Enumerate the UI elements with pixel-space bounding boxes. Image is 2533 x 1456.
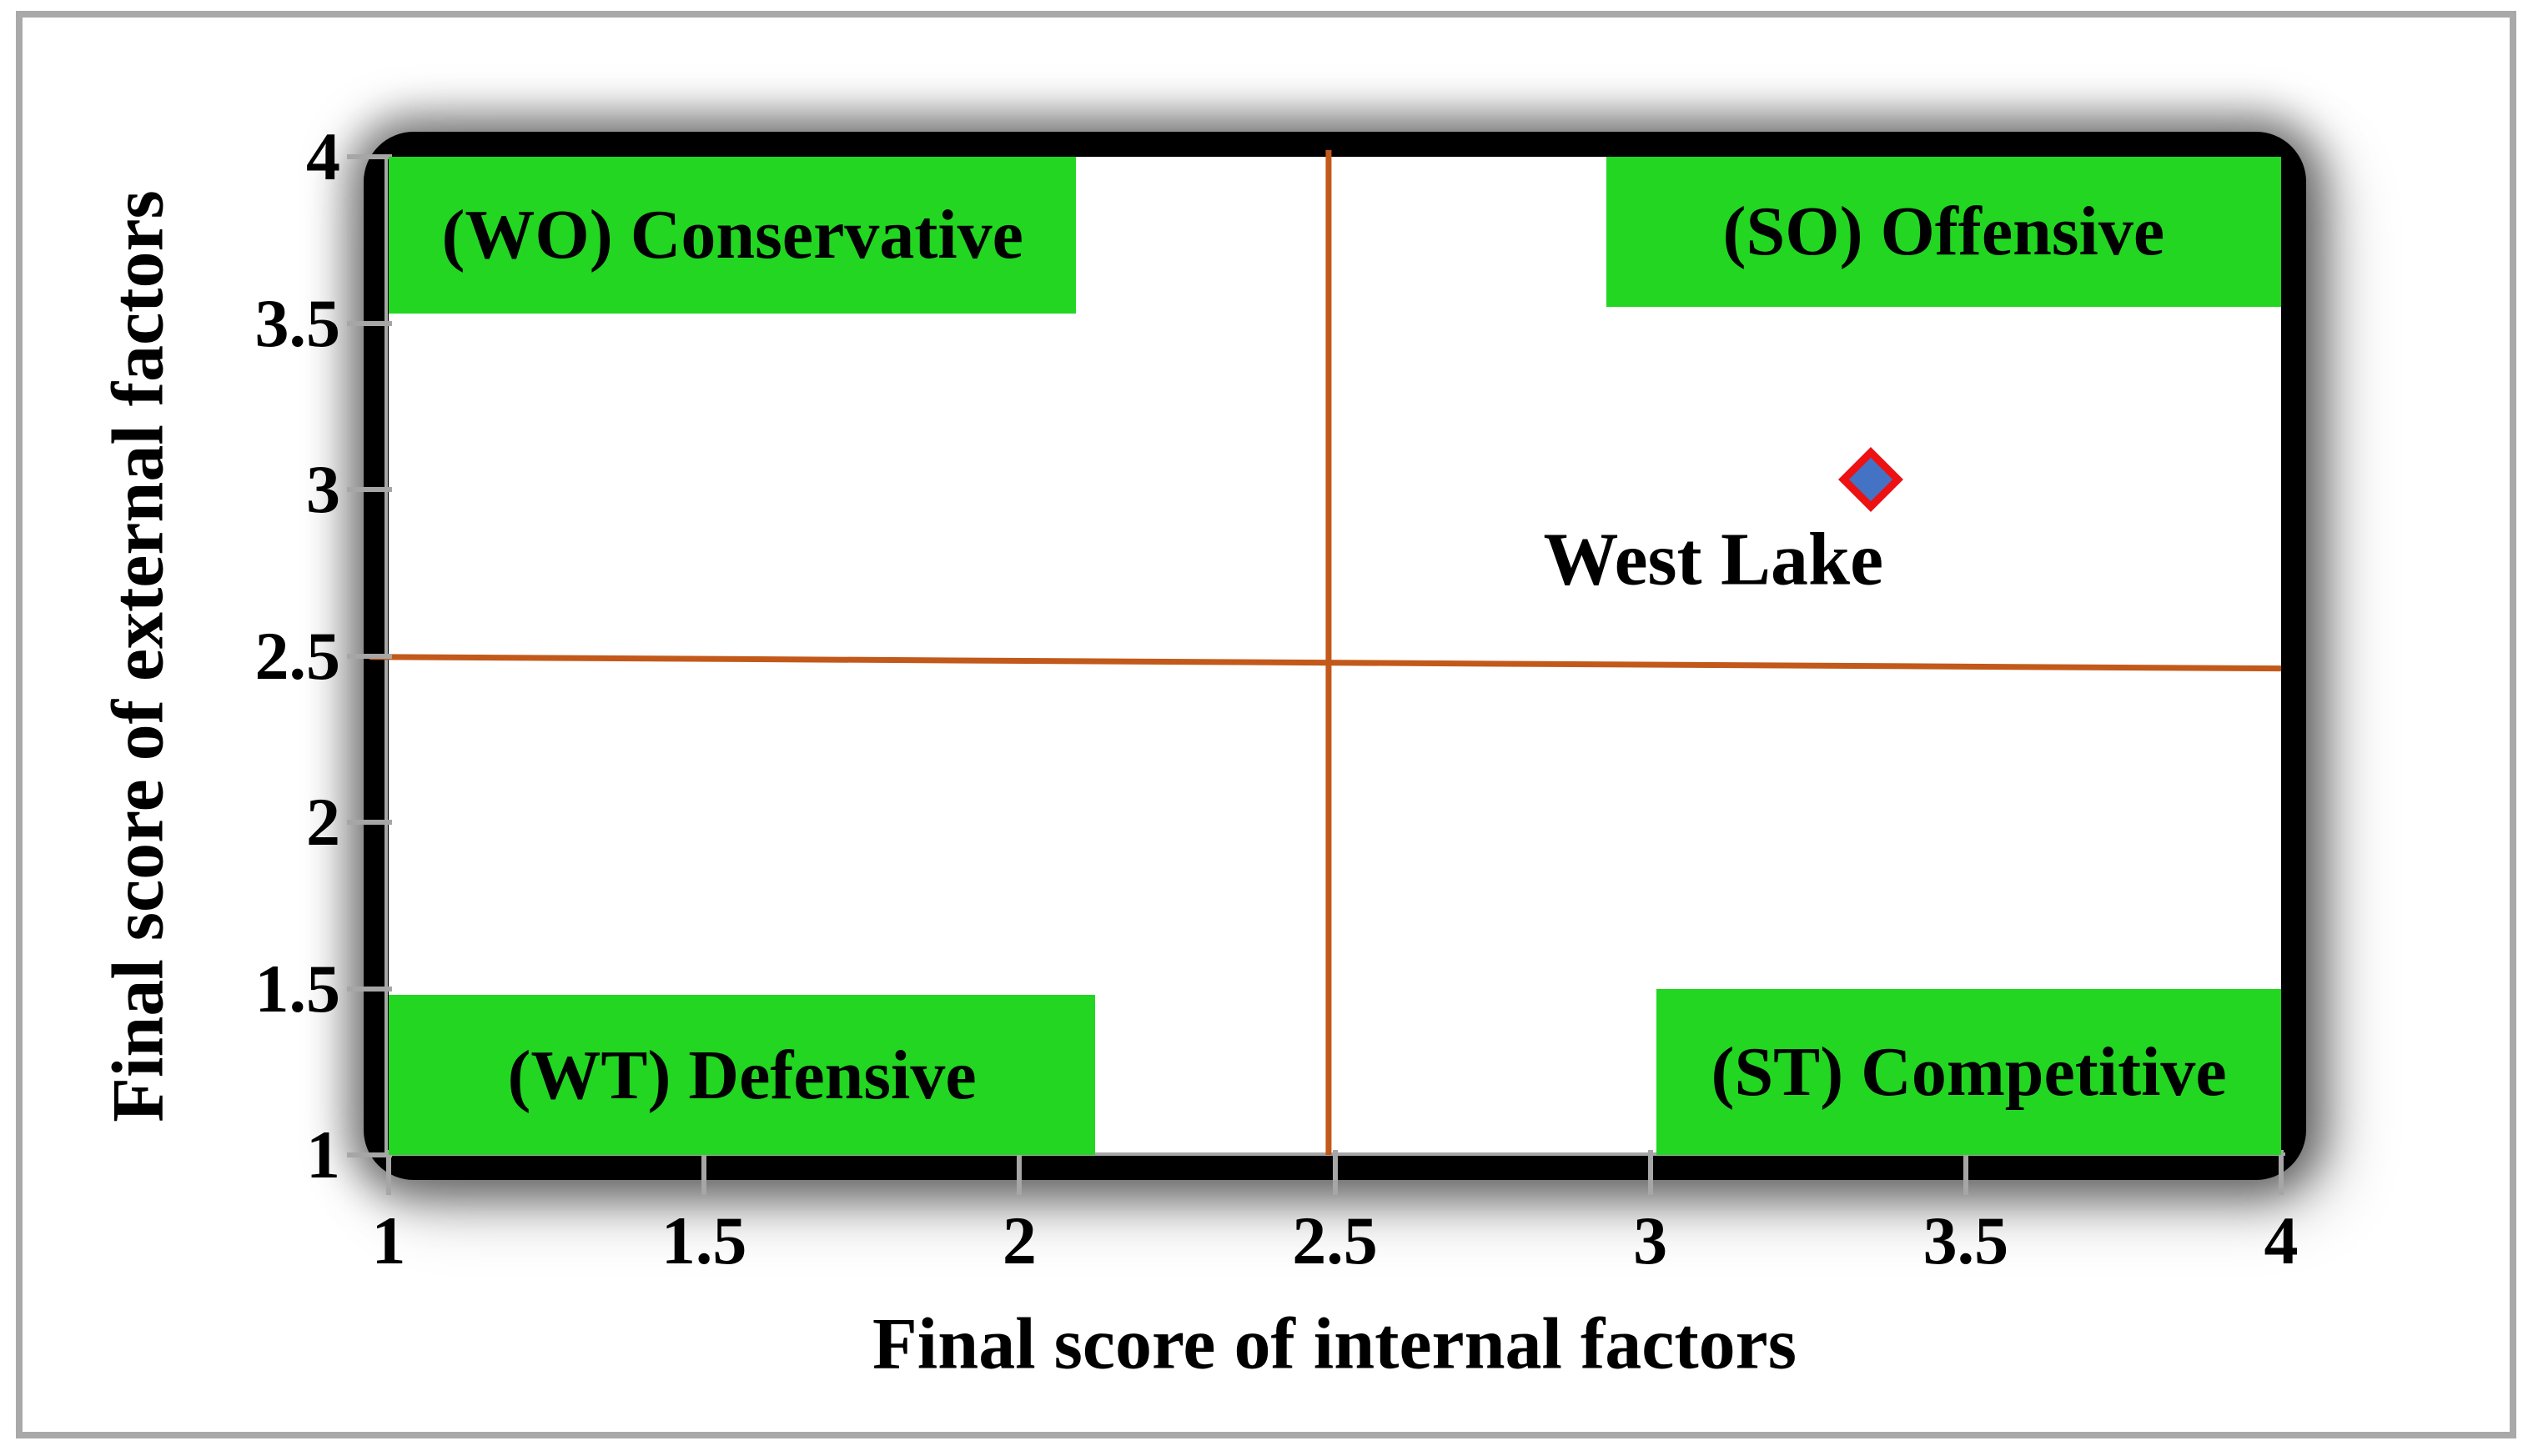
quadrant-label-wo: (WO) Conservative	[441, 196, 1023, 274]
x-tick-label: 2.5	[1292, 1202, 1378, 1278]
y-axis-tick	[347, 986, 392, 992]
y-axis-tick	[347, 820, 392, 825]
quadrant-box-so-offensive: (SO) Offensive	[1606, 157, 2281, 307]
y-tick-label: 1.5	[254, 950, 341, 1027]
y-axis-tick	[347, 487, 392, 492]
quadrant-box-st-competitive: (ST) Competitive	[1656, 988, 2281, 1155]
quadrant-box-wo-conservative: (WO) Conservative	[389, 157, 1077, 314]
y-tick-label: 2	[306, 784, 340, 860]
x-axis-tick	[1647, 1150, 1653, 1195]
quadrant-box-wt-defensive: (WT) Defensive	[389, 995, 1096, 1155]
quadrant-label-so: (SO) Offensive	[1722, 193, 2165, 271]
x-tick-label: 4	[2264, 1202, 2299, 1278]
y-axis-tick	[347, 320, 392, 326]
y-tick-label: 3.5	[254, 284, 341, 361]
y-tick-label: 2.5	[254, 617, 341, 694]
y-tick-label: 4	[306, 118, 340, 194]
y-tick-label: 3	[306, 451, 340, 527]
x-axis-title: Final score of internal factors	[872, 1303, 1797, 1385]
figure-border	[16, 11, 2516, 1438]
y-axis-tick	[347, 653, 392, 659]
x-tick-label: 2	[1002, 1202, 1037, 1278]
y-tick-label: 1	[306, 1117, 340, 1192]
y-axis-tick	[347, 154, 392, 159]
quadrant-label-wt: (WT) Defensive	[507, 1036, 977, 1114]
x-axis-tick	[1963, 1150, 1968, 1195]
data-point-label: West Lake	[1543, 518, 1884, 601]
x-tick-label: 1	[371, 1202, 406, 1278]
y-axis-title: Final score of external factors	[98, 190, 179, 1122]
x-axis-tick	[1017, 1150, 1023, 1195]
x-axis-tick	[1332, 1150, 1338, 1195]
quadrant-label-st: (ST) Competitive	[1711, 1032, 2227, 1111]
x-tick-label: 3	[1633, 1202, 1668, 1278]
x-tick-label: 3.5	[1922, 1202, 2009, 1278]
x-axis-tick	[2279, 1150, 2284, 1195]
x-axis-tick	[701, 1150, 707, 1195]
x-axis-tick	[386, 1150, 391, 1195]
y-axis-tick	[347, 1152, 392, 1157]
x-tick-label: 1.5	[661, 1202, 747, 1278]
crosshair-horizontal-line	[369, 654, 2282, 672]
